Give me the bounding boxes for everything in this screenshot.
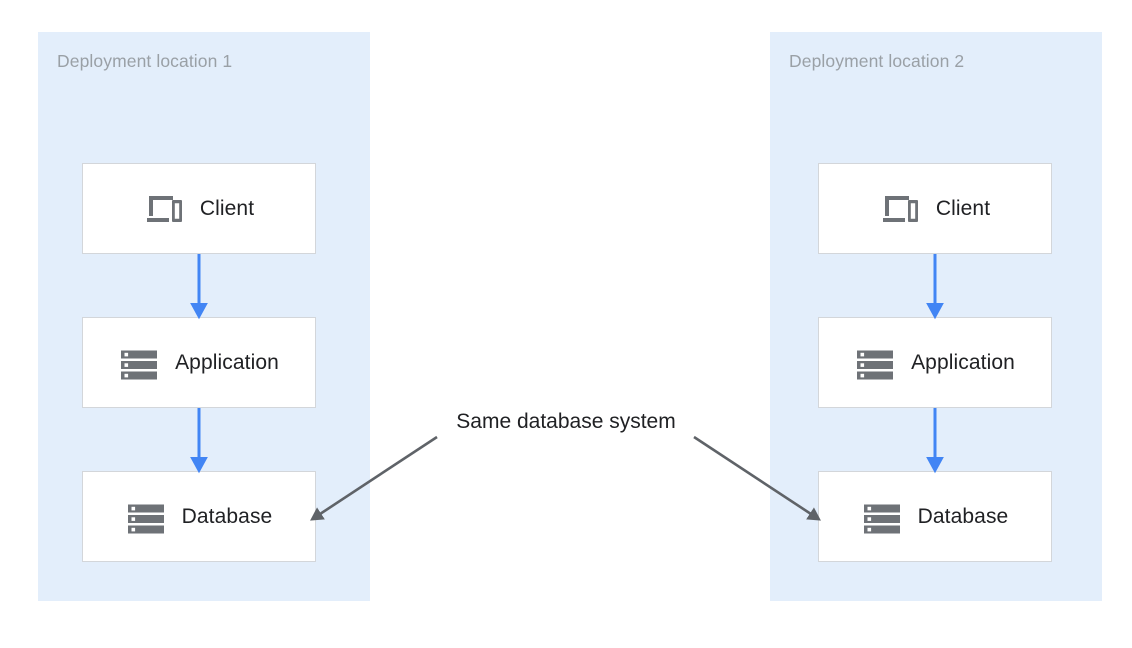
node-application-2[interactable]: Application	[818, 317, 1052, 408]
node-database-2[interactable]: Database	[818, 471, 1052, 562]
node-client-2[interactable]: Client	[818, 163, 1052, 254]
same-database-system-note: Same database system	[456, 410, 676, 433]
server-icon	[855, 343, 895, 383]
database-icon	[862, 497, 902, 537]
node-application-1[interactable]: Application	[82, 317, 316, 408]
server-icon	[119, 343, 159, 383]
database-icon	[126, 497, 166, 537]
node-database-1[interactable]: Database	[82, 471, 316, 562]
node-application-2-label: Application	[911, 350, 1015, 374]
node-database-2-label: Database	[917, 504, 1009, 528]
devices-icon	[144, 189, 184, 229]
deployment-zone-2-label: Deployment location 2	[789, 51, 965, 71]
deployment-zone-1-label: Deployment location 1	[57, 51, 233, 71]
node-client-1-label: Client	[199, 196, 255, 220]
node-database-1-label: Database	[181, 504, 273, 528]
devices-icon	[880, 189, 920, 229]
node-client-2-label: Client	[935, 196, 991, 220]
node-application-1-label: Application	[175, 350, 279, 374]
node-client-1[interactable]: Client	[82, 163, 316, 254]
